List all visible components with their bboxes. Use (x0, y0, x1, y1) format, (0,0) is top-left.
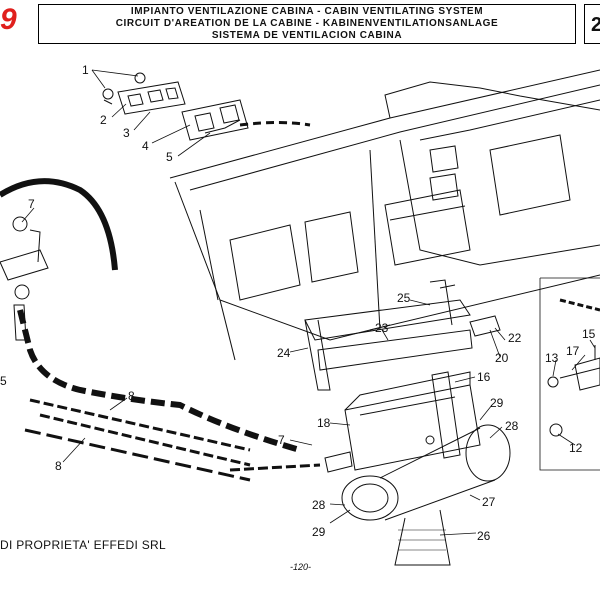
title-italian-english: IMPIANTO VENTILAZIONE CABINA - CABIN VEN… (130, 6, 484, 17)
callout-8a: 8 (128, 389, 135, 403)
dashboard-outline (169, 69, 600, 361)
callout-24: 24 (277, 346, 291, 360)
callout-26: 26 (477, 529, 491, 543)
callout-7b: 7 (278, 433, 285, 447)
inset-detail-box (469, 277, 600, 471)
callout-1: 1 (82, 63, 89, 77)
callout-5b: 5 (0, 374, 7, 388)
support-bracket (304, 279, 473, 391)
callout-labels: 1 2 3 4 5 7 5 8 8 7 24 23 25 16 18 20 22… (0, 63, 596, 543)
brand-logo-text: 9 (0, 3, 17, 36)
hose-ducts (0, 178, 301, 453)
callout-27: 27 (482, 495, 496, 509)
brand-logo: 9 (0, 4, 32, 44)
thin-ducts (24, 121, 321, 482)
page-number: -120- (290, 562, 312, 572)
callout-25: 25 (397, 291, 411, 305)
title-french-german: CIRCUIT D'AREATION DE LA CABINE - KABINE… (115, 18, 499, 29)
callout-17: 17 (566, 344, 580, 358)
callout-22: 22 (508, 331, 522, 345)
page-reference-text: 2 (591, 14, 600, 36)
callout-29b: 29 (312, 525, 326, 539)
callout-20: 20 (495, 351, 509, 365)
callout-13: 13 (545, 351, 559, 365)
callout-15: 15 (582, 327, 596, 341)
callout-8b: 8 (55, 459, 62, 473)
callout-18: 18 (317, 416, 331, 430)
callout-28a: 28 (505, 419, 519, 433)
leader-lines (21, 69, 596, 536)
callout-29a: 29 (490, 396, 504, 410)
callout-4: 4 (142, 139, 149, 153)
copyright-notice: DI PROPRIETA' EFFEDI SRL (0, 538, 166, 552)
title-spanish: SISTEMA DE VENTILACION CABINA (211, 30, 403, 41)
title-block: IMPIANTO VENTILAZIONE CABINA - CABIN VEN… (38, 4, 576, 44)
callout-23: 23 (375, 321, 389, 335)
callout-5: 5 (166, 150, 173, 164)
page-reference-box: 2 (584, 4, 600, 44)
callout-12: 12 (569, 441, 583, 455)
callout-2: 2 (100, 113, 107, 127)
heater-box (344, 371, 481, 471)
callout-28b: 28 (312, 498, 326, 512)
blower-tube-assembly (324, 424, 511, 566)
left-valve-bracket (0, 216, 49, 341)
callout-7a: 7 (28, 197, 35, 211)
callout-3: 3 (123, 126, 130, 140)
callout-16: 16 (477, 370, 491, 384)
